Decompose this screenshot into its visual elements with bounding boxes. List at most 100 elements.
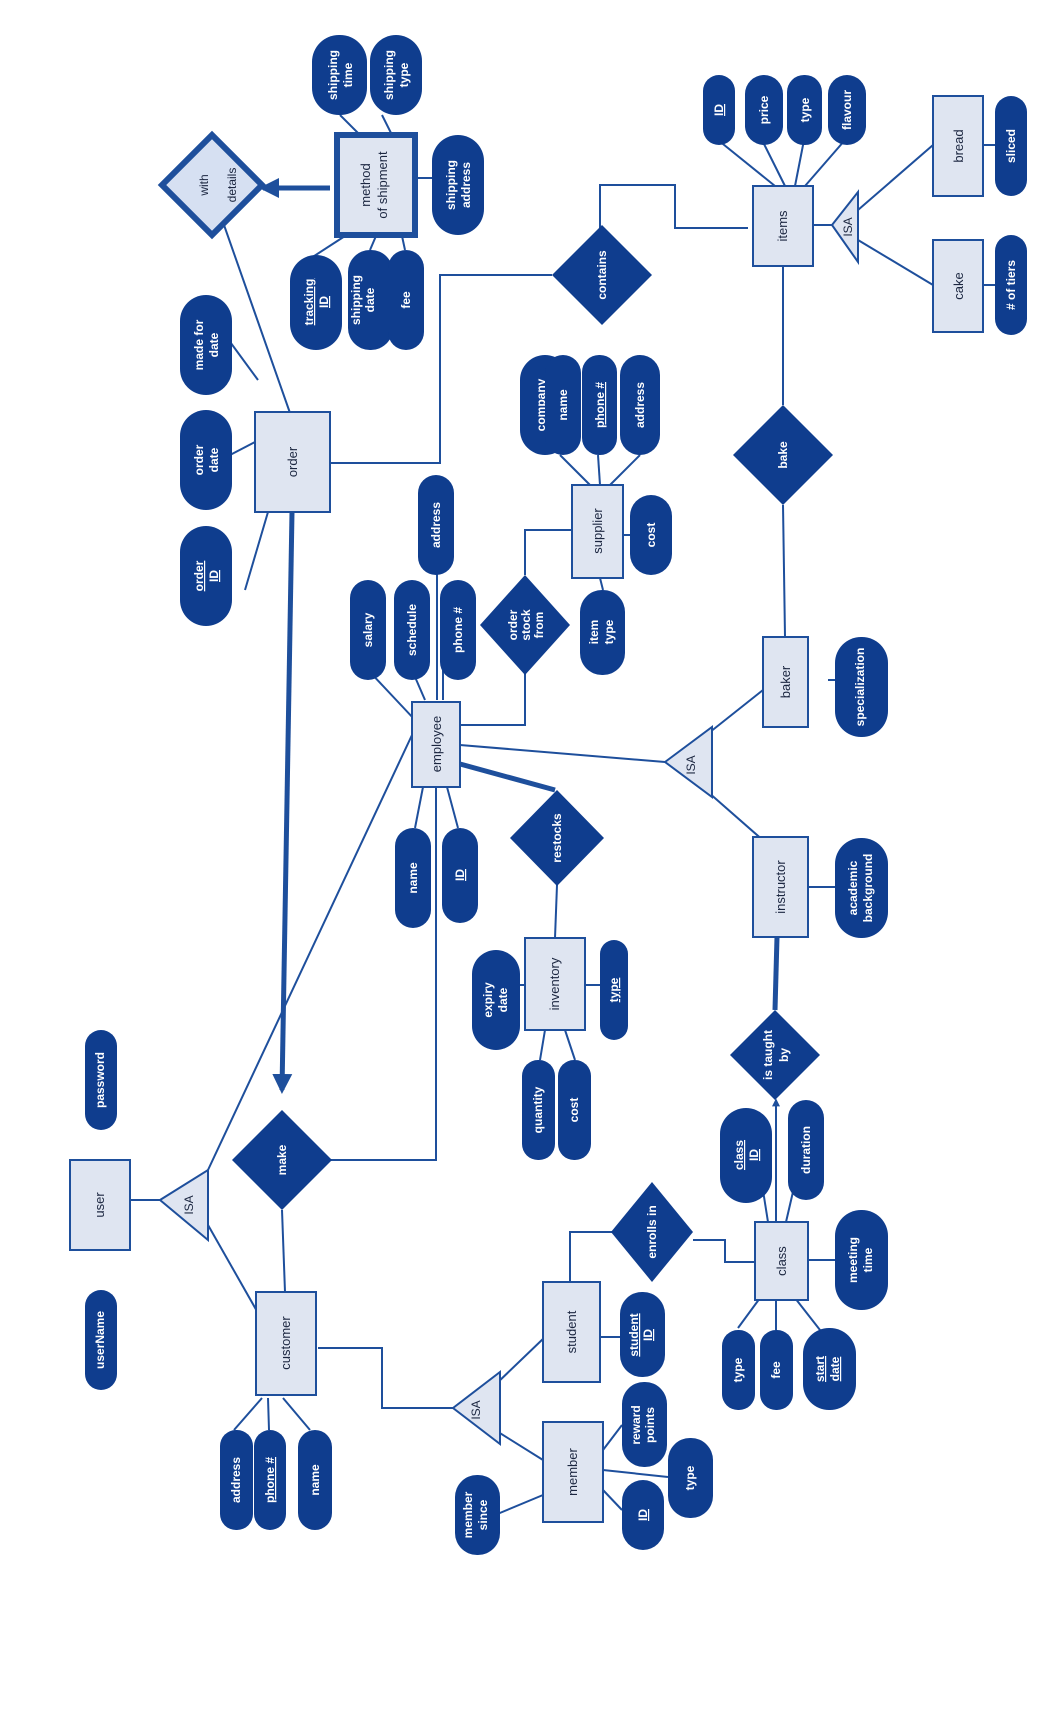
svg-text:flavour: flavour <box>840 90 854 130</box>
relationship-restocks: restocks <box>510 790 604 886</box>
relationship-order-stock-from: order stock from <box>480 575 570 675</box>
svg-text:schedule: schedule <box>405 604 419 656</box>
attribute-cake-tiers: # of tiers <box>995 235 1027 335</box>
attribute-inventory-type: type <box>600 940 628 1040</box>
relationship-bake: bake <box>733 405 833 505</box>
attribute-member-reward-points: reward points <box>622 1382 667 1467</box>
entity-employee: employee <box>411 701 461 788</box>
attribute-items-flavour: flavour <box>828 75 866 145</box>
attribute-order-date: order date <box>180 410 232 510</box>
svg-text:shipping: shipping <box>382 50 396 100</box>
svg-text:bread: bread <box>951 129 966 162</box>
svg-text:meeting: meeting <box>846 1237 860 1283</box>
attribute-shipping-fee: fee <box>388 250 424 350</box>
svg-text:academic: academic <box>846 860 860 915</box>
svg-text:instructor: instructor <box>773 860 788 914</box>
attribute-customer-address: address <box>220 1430 253 1530</box>
svg-text:order: order <box>192 444 206 475</box>
svg-text:type: type <box>731 1357 745 1382</box>
isa-user: ISA <box>158 1168 209 1243</box>
entity-bread: bread <box>932 95 984 197</box>
svg-text:of shipment: of shipment <box>375 151 390 219</box>
attribute-customer-name: name <box>298 1430 332 1530</box>
svg-text:sliced: sliced <box>1004 129 1018 163</box>
svg-text:tracking: tracking <box>302 279 316 326</box>
attribute-employee-schedule: schedule <box>394 580 430 680</box>
attribute-order-made-for-date: made for date <box>180 295 232 395</box>
svg-text:member: member <box>565 1447 580 1495</box>
relationship-is-taught-by: is taught by <box>730 1010 820 1100</box>
svg-text:cost: cost <box>644 523 658 548</box>
svg-text:expiry: expiry <box>481 982 495 1018</box>
svg-text:since: since <box>476 1499 490 1530</box>
entity-cake: cake <box>932 239 984 333</box>
svg-text:stock: stock <box>519 609 533 641</box>
svg-text:quantity: quantity <box>531 1086 545 1133</box>
svg-text:ISA: ISA <box>684 755 698 774</box>
svg-text:fee: fee <box>769 1361 783 1379</box>
svg-text:baker: baker <box>778 665 793 698</box>
attribute-supplier-name: name <box>545 355 581 455</box>
svg-text:reward: reward <box>629 1405 643 1444</box>
entity-user: user <box>69 1159 131 1251</box>
isa-items: ISA <box>830 189 859 266</box>
attribute-class-duration: duration <box>788 1100 824 1200</box>
svg-text:user: user <box>92 1192 107 1218</box>
svg-text:order: order <box>192 560 206 591</box>
entity-class: class <box>754 1221 809 1301</box>
svg-text:address: address <box>633 382 647 428</box>
svg-text:details: details <box>225 168 239 203</box>
svg-text:order: order <box>506 609 520 640</box>
svg-text:time: time <box>861 1247 875 1272</box>
svg-text:student: student <box>627 1313 641 1356</box>
svg-text:restocks: restocks <box>550 813 564 863</box>
attribute-username: userName <box>85 1290 117 1390</box>
svg-text:salary: salary <box>361 612 375 647</box>
svg-text:userName: userName <box>93 1311 107 1369</box>
svg-text:items: items <box>775 210 790 242</box>
svg-text:company: company <box>534 378 548 431</box>
entity-supplier: supplier <box>571 484 624 579</box>
attribute-items-price: price <box>745 75 783 145</box>
attribute-member-id: ID <box>622 1480 664 1550</box>
attribute-supplier-address: address <box>620 355 660 455</box>
attribute-class-start-date: start date <box>803 1328 856 1410</box>
svg-text:ISA: ISA <box>469 1400 483 1419</box>
svg-text:bake: bake <box>776 441 790 469</box>
attribute-employee-id: ID <box>442 828 478 923</box>
svg-text:customer: customer <box>278 1316 293 1370</box>
attribute-member-since: member since <box>455 1475 500 1555</box>
attribute-tracking-id: tracking ID <box>290 255 342 350</box>
attribute-employee-salary: salary <box>350 580 386 680</box>
svg-text:start: start <box>813 1356 827 1382</box>
isa-employee: ISA <box>663 725 713 799</box>
svg-text:ID: ID <box>747 1149 761 1161</box>
relationship-enrolls-in: enrolls in <box>611 1182 693 1282</box>
relationship-with-details: with details <box>157 130 267 240</box>
entity-instructor: instructor <box>752 836 809 938</box>
attribute-shipping-date: shipping date <box>348 250 393 350</box>
attribute-student-id: student ID <box>620 1292 665 1377</box>
svg-text:name: name <box>308 1464 322 1496</box>
svg-text:ID: ID <box>641 1329 655 1341</box>
attribute-shipping-address: shipping address <box>432 135 484 235</box>
entity-member: member <box>542 1421 604 1523</box>
svg-text:shipping: shipping <box>444 160 458 210</box>
svg-text:cake: cake <box>951 272 966 299</box>
attribute-items-type: type <box>787 75 822 145</box>
attribute-employee-address: address <box>418 475 454 575</box>
entity-inventory: inventory <box>524 937 586 1031</box>
entity-customer: customer <box>255 1291 317 1396</box>
svg-text:employee: employee <box>429 716 444 772</box>
relationship-make: make <box>232 1110 332 1210</box>
relationship-contains: contains <box>552 225 652 325</box>
svg-text:from: from <box>532 612 546 639</box>
svg-text:duration: duration <box>799 1126 813 1174</box>
svg-text:type: type <box>397 62 411 87</box>
svg-text:price: price <box>757 95 771 124</box>
attribute-shipping-time: shipping time <box>312 35 367 115</box>
svg-text:phone #: phone # <box>451 607 465 653</box>
entity-items: items <box>752 185 814 267</box>
attribute-class-meeting-time: meeting time <box>835 1210 888 1310</box>
